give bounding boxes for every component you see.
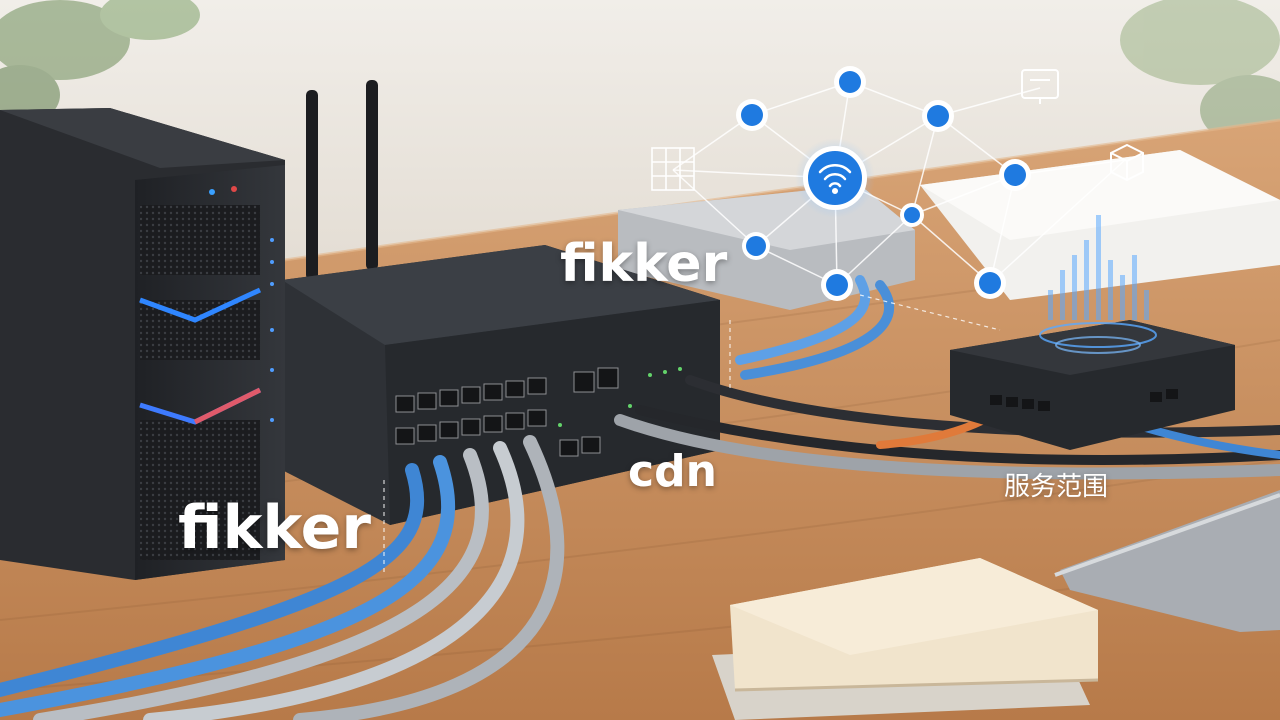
monitor-icon	[1021, 69, 1059, 104]
cdn-label: cdn	[628, 446, 717, 497]
edge-device	[950, 215, 1235, 450]
laptop	[1054, 490, 1280, 632]
antennas	[306, 80, 378, 280]
server-tower	[0, 108, 285, 580]
wifi-icon	[818, 163, 852, 195]
network-nodes	[736, 66, 1031, 301]
brand-label-bottom: fikker	[178, 493, 371, 563]
plant-left-blur	[0, 0, 200, 125]
brand-label-top: fikker	[560, 234, 728, 294]
grid-icon	[651, 147, 695, 191]
cables	[0, 275, 1280, 720]
books	[712, 558, 1099, 720]
service-scope-label: 服务范围	[1004, 472, 1109, 502]
network-switch	[282, 245, 720, 525]
cube-icon	[1110, 143, 1144, 182]
